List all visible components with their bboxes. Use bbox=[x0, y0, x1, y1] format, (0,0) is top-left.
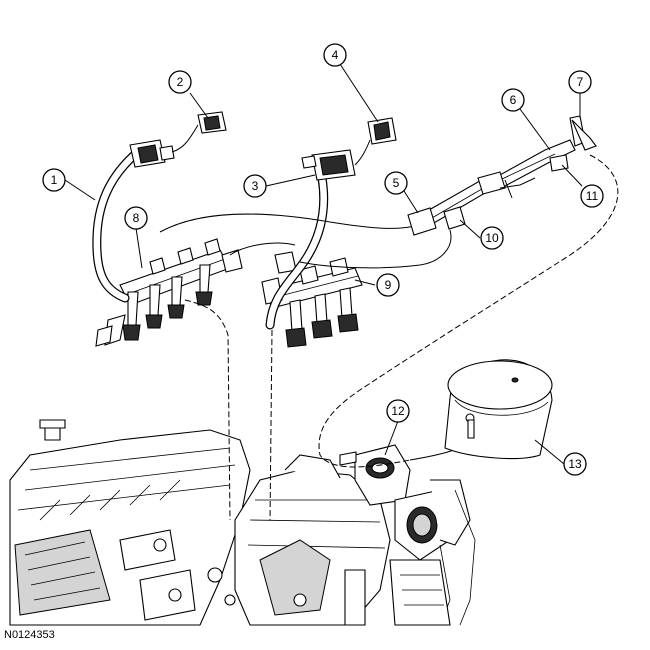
callout-3: 3 bbox=[243, 174, 267, 198]
callout-7-label: 7 bbox=[577, 75, 584, 89]
callout-8-label: 8 bbox=[133, 211, 140, 225]
callout-13-label: 13 bbox=[568, 457, 582, 471]
callout-6: 6 bbox=[501, 88, 525, 112]
connector-1 bbox=[129, 139, 175, 168]
callout-4-label: 4 bbox=[332, 48, 339, 62]
right-injectors bbox=[285, 287, 359, 348]
wiring-harness bbox=[159, 124, 619, 521]
callout-9-label: 9 bbox=[385, 278, 392, 292]
callout-8: 8 bbox=[124, 206, 148, 230]
callout-6-label: 6 bbox=[510, 93, 517, 107]
callout-12: 12 bbox=[386, 399, 410, 423]
right-fuel-rail bbox=[261, 251, 363, 348]
callout-1-label: 1 bbox=[51, 173, 58, 187]
callout-11-label: 11 bbox=[586, 189, 599, 203]
hose-1 bbox=[92, 145, 145, 303]
hose-3 bbox=[265, 173, 329, 330]
callout-9: 9 bbox=[376, 273, 400, 297]
callout-10-label: 10 bbox=[485, 231, 499, 245]
callout-7: 7 bbox=[568, 70, 592, 94]
connector-4 bbox=[367, 117, 397, 145]
callout-4: 4 bbox=[323, 43, 347, 67]
callout-10: 10 bbox=[480, 226, 504, 250]
callout-1: 1 bbox=[42, 168, 66, 192]
left-injectors bbox=[122, 264, 213, 341]
fuel-supply-pipe bbox=[407, 115, 597, 236]
callout-3-label: 3 bbox=[252, 179, 259, 193]
connector-2 bbox=[197, 111, 227, 134]
callout-13: 13 bbox=[563, 452, 587, 476]
callout-5-label: 5 bbox=[393, 176, 400, 190]
callout-12-label: 12 bbox=[391, 404, 405, 418]
callout-2: 2 bbox=[168, 70, 192, 94]
air-cleaner-housing bbox=[444, 359, 553, 460]
engine-assembly bbox=[9, 419, 476, 626]
callout-5: 5 bbox=[384, 171, 408, 195]
leader-lines bbox=[64, 63, 583, 465]
callout-2-label: 2 bbox=[177, 75, 184, 89]
connector-3 bbox=[301, 149, 356, 181]
callout-11: 11 bbox=[580, 184, 604, 208]
figure-id-label: N0124353 bbox=[4, 629, 55, 641]
